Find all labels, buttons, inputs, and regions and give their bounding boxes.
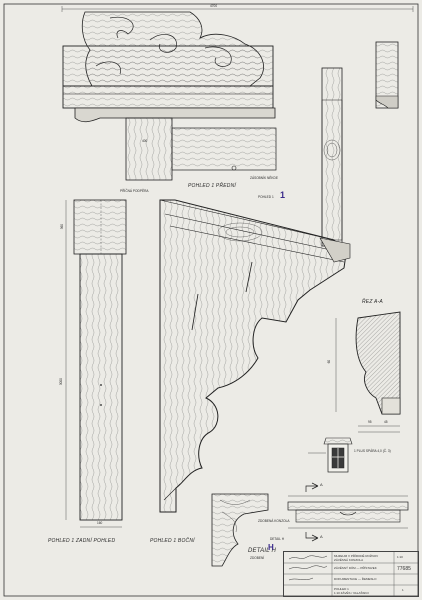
title-block: MUZEUM V PŘÍRODĚ ROŽNOV ZÁVĚSNÁ KONZOLA … bbox=[283, 551, 419, 597]
side-mid-title: POHLED 1 BOČNÍ bbox=[150, 538, 195, 544]
dim-overall-top: 4700 bbox=[210, 4, 218, 8]
note-mid: ZÁSOBNÍK NĚKDE bbox=[250, 176, 278, 180]
note-top: PŘÍČNÁ PODPĚRA bbox=[120, 189, 149, 193]
dim-detail-c: 60 bbox=[327, 359, 332, 364]
section-title: ŘEZ A-A bbox=[362, 299, 383, 305]
detail-h-letter: H bbox=[268, 543, 274, 552]
tb-row3: ZÁVĚSNÝ DŮM — PŘÍSTAVEK bbox=[334, 566, 377, 570]
plate bbox=[171, 127, 277, 171]
section-a-a bbox=[335, 311, 401, 433]
section-letter-a-bottom: A bbox=[320, 534, 323, 539]
dim-post-width: 160 bbox=[97, 521, 103, 525]
top-dimension bbox=[61, 6, 414, 12]
drawing-border bbox=[3, 3, 419, 597]
tb-row2: ZÁVĚSNÁ KONZOLA bbox=[334, 558, 364, 562]
note-stair: 1 PLUS SPÁRA 4,0 (Č. 3) bbox=[354, 449, 391, 453]
tb-row4: DOKUMENTACE — ŘEMESLO bbox=[334, 577, 377, 581]
window-detail bbox=[308, 437, 353, 473]
front-view-top bbox=[62, 11, 277, 181]
tb-row5: POHLED 1 bbox=[334, 587, 349, 591]
tb-row1: MUZEUM V PŘÍRODĚ ROŽNOV bbox=[334, 554, 379, 558]
bracket-body bbox=[159, 199, 347, 513]
tb-drawing-no: 77685 bbox=[397, 566, 411, 572]
tb-sheet-no: 1 bbox=[402, 588, 404, 592]
plate-elevation bbox=[287, 482, 409, 542]
dim-plate-len: 400 bbox=[142, 139, 148, 143]
front-view-title: POHLED 1 PŘEDNÍ bbox=[188, 183, 237, 189]
bracket-side-view bbox=[159, 199, 351, 513]
dim-post-height: 3000 bbox=[58, 378, 63, 386]
main-beam bbox=[62, 45, 274, 109]
post-top bbox=[125, 117, 173, 181]
detail-h-title: DETAIL H bbox=[248, 548, 277, 554]
side-left-title: POHLED 1 ZADNÍ POHLED bbox=[48, 538, 116, 544]
dim-arm-height: 360 bbox=[60, 223, 65, 230]
note-arm: ZDOBENÁ KONZOLA bbox=[258, 519, 290, 523]
note-small-detail: DETAIL H bbox=[270, 537, 284, 541]
post-cap bbox=[73, 199, 127, 255]
dim-detail-a: 95 bbox=[368, 420, 372, 424]
dim-detail-b: 45 bbox=[384, 420, 388, 424]
view-one-marker: POHLED 1 bbox=[258, 195, 274, 199]
section-letter-a-top: A bbox=[320, 482, 323, 487]
signature-scribbles bbox=[288, 555, 328, 581]
post-side-view bbox=[65, 199, 127, 528]
title-block-grid bbox=[284, 552, 418, 596]
detail-h-sub: ZDOBENÍ bbox=[250, 556, 265, 560]
rafter-ends bbox=[319, 237, 351, 263]
view-number-marker: 1 bbox=[280, 190, 286, 200]
side-profile-top-right bbox=[321, 41, 399, 247]
tb-scale: 1:10 bbox=[397, 555, 403, 559]
beam-molding bbox=[74, 107, 276, 123]
tb-row6: 1:10 ZÁVĚS / VALAŠSKO bbox=[334, 591, 369, 595]
post-body bbox=[79, 253, 123, 521]
detail-h-view bbox=[211, 493, 269, 567]
